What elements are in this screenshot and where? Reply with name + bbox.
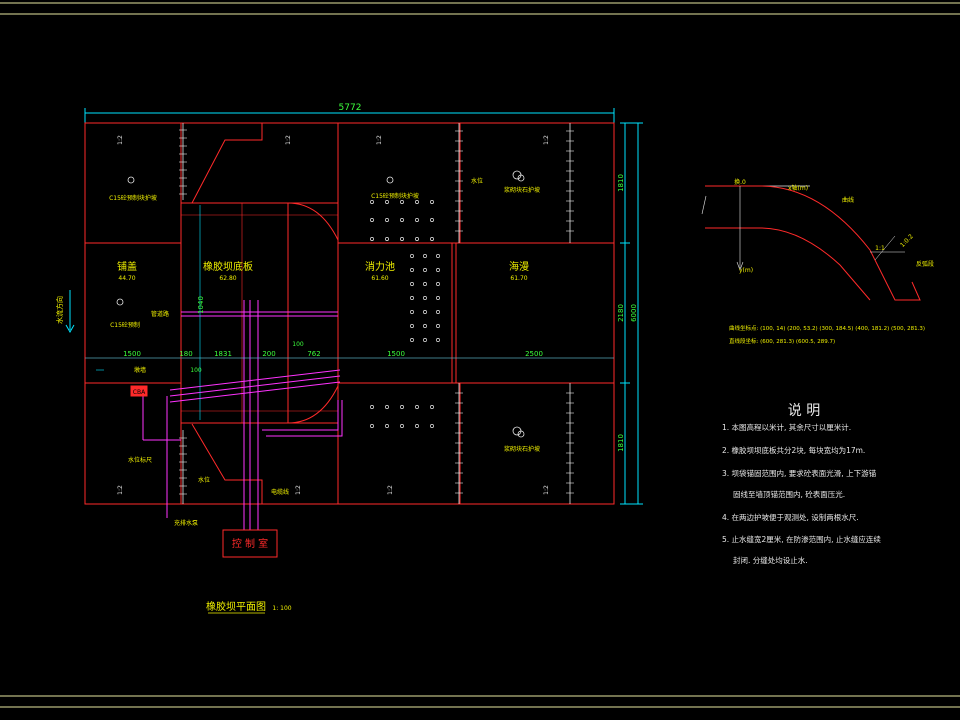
plan-view: 5772 <box>65 103 643 558</box>
equipment-box <box>130 385 148 397</box>
dim-h-4: 200 <box>262 350 275 358</box>
slope-ratio-3: 1:2 <box>376 135 383 145</box>
profile-y-axis: y(m) <box>739 267 753 274</box>
dim-h-7: 2500 <box>525 350 543 358</box>
control-room-label: 控 制 室 <box>232 537 268 550</box>
slope-ratio-8: 1:2 <box>543 485 550 495</box>
profile-coords-1: 曲线坐标点: (100, 14) (200, 53.2) (300, 184.5… <box>729 324 925 332</box>
profile-end: 反弧段 <box>916 260 934 268</box>
slope-ratio-1: 1:2 <box>117 135 124 145</box>
note-1: 1. 本图高程以米计, 其余尺寸以厘米计. <box>722 422 851 432</box>
dim-right-2: 2180 <box>617 304 625 322</box>
dam-floor-box <box>180 202 339 424</box>
dim-h-3: 1831 <box>214 350 232 358</box>
dim-small-2: 100 <box>292 341 304 348</box>
note-2: 2. 橡胶坝坝底板共分2块, 每块宽均为17m. <box>722 445 865 455</box>
notes-heading: 说 明 <box>788 403 820 419</box>
slope-ratio-6: 1:2 <box>295 485 302 495</box>
plan-title: 橡胶坝平面图 <box>206 600 266 613</box>
dim-small-1: 100 <box>190 367 202 374</box>
dim-h-5: 762 <box>307 350 320 358</box>
profile-top-left: 换.0 <box>734 178 746 186</box>
drain-holes <box>370 200 440 428</box>
dim-right-1: 1810 <box>617 174 625 192</box>
dim-right-total: 6000 <box>630 304 638 322</box>
pump-label: 充排水泵 <box>174 519 198 527</box>
pipe-note: 管道路 <box>151 310 169 318</box>
zone-apron-elev: 61.70 <box>510 275 527 282</box>
slope-ratio-5: 1:2 <box>117 485 124 495</box>
zone-dam-floor: 橡胶坝底板 <box>203 260 253 273</box>
riprap-symbol-icon <box>116 170 525 438</box>
dim-h-6: 1500 <box>387 350 405 358</box>
dim-h-1: 1500 <box>123 350 141 358</box>
profile-slope: 1:1 <box>875 245 885 252</box>
plan-labels: 铺盖 44.70 橡胶坝底板 62.80 消力池 61.60 海漫 61.70 … <box>55 135 638 614</box>
profile-angle: 1:0.2 <box>899 233 915 249</box>
total-width-dim: 5772 <box>339 103 362 113</box>
slope-protect-mid: C15砼预制块护坡 <box>371 192 419 200</box>
level-gauge: 水位标尺 <box>128 456 152 464</box>
flow-direction: 水流方向 <box>55 296 64 324</box>
riprap-lower: 浆砌块石护坡 <box>504 445 540 453</box>
note-4: 4. 在两边护坡便于观测处, 设制两根水尺. <box>722 512 859 522</box>
zone-upstream-elev: 44.70 <box>118 275 135 282</box>
note-5b: 封闭. 分缝处均设止水. <box>733 555 808 565</box>
equipment-box-label: CBA <box>133 389 146 396</box>
slope-ratio-2: 1:2 <box>285 135 292 145</box>
note-5: 5. 止水缝宽2厘米, 在防渗范围内, 止水缝应连续 <box>722 534 881 544</box>
note-3b: 固线至墙顶锚范围内, 砼表面压光. <box>733 489 845 499</box>
pier-label: 墩墙 <box>134 366 146 374</box>
profile-coords-2: 直线段坐标: (600, 281.3) (600.5, 289.7) <box>729 337 835 345</box>
control-room <box>222 529 278 558</box>
water-label-2: 水位 <box>198 476 210 484</box>
note-3: 3. 坝袋锚固范围内, 要求砼表面光滑, 上下游锚 <box>722 468 877 478</box>
dim-right-3: 1810 <box>617 434 625 452</box>
riprap-upper: 浆砌块石护坡 <box>504 186 540 194</box>
zone-dam-floor-elev: 62.80 <box>219 275 236 282</box>
pipelines <box>142 300 343 530</box>
slope-ratio-4: 1:2 <box>543 135 550 145</box>
upstream-protect: C15砼预制 <box>110 321 140 329</box>
water-label: 水位 <box>471 177 483 185</box>
profile-x-axis: x轴(m) <box>788 184 808 192</box>
slope-protect-upper: C15砼预制块护坡 <box>109 194 157 202</box>
zone-upstream: 铺盖 <box>117 260 137 273</box>
slope-ratio-7: 1:2 <box>387 485 394 495</box>
zone-stilling: 消力池 <box>365 260 395 273</box>
notes-panel: 说 明 1. 本图高程以米计, 其余尺寸以厘米计. 2. 橡胶坝坝底板共分2块,… <box>722 403 881 565</box>
cable-label: 电缆线 <box>271 488 289 496</box>
profile-view: 换.0 x轴(m) 曲线 1:1 1:0.2 反弧段 y(m) 曲线坐标点: (… <box>701 178 934 345</box>
plan-boundary <box>84 122 615 505</box>
plan-scale: 1: 100 <box>272 605 291 612</box>
dim-v-mid: 1040 <box>197 296 205 314</box>
slope-hatch <box>182 123 571 504</box>
dim-h-2: 180 <box>179 350 192 358</box>
zone-apron: 海漫 <box>509 260 529 273</box>
profile-curve: 曲线 <box>842 196 854 204</box>
zone-stilling-elev: 61.60 <box>371 275 388 282</box>
